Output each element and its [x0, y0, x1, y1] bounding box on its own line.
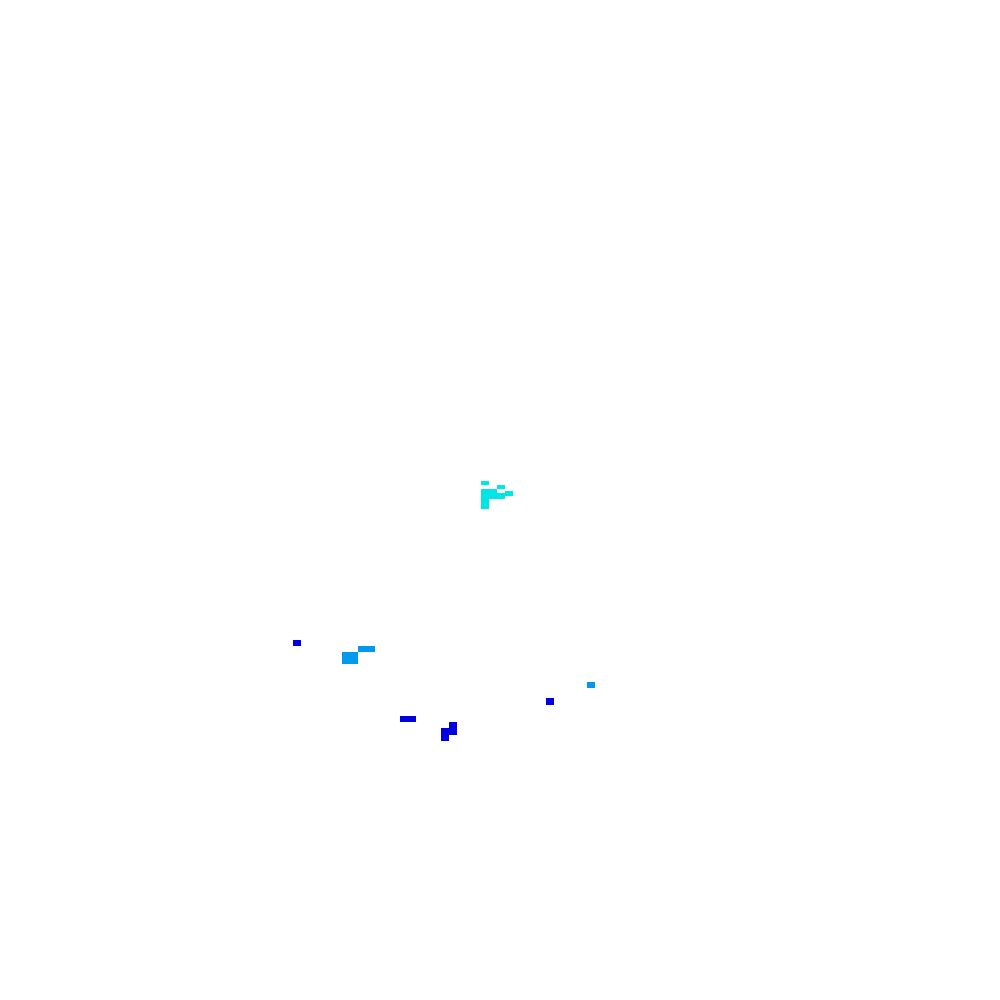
pixel-block: [587, 682, 595, 688]
pixel-block: [441, 728, 457, 735]
pixel-block: [481, 489, 497, 493]
pixel-block: [546, 698, 554, 705]
pixel-block: [497, 485, 505, 489]
pixel-block: [400, 716, 416, 722]
pixel-block: [441, 735, 449, 741]
pixel-block: [481, 499, 489, 509]
pixel-block: [481, 481, 489, 485]
pixel-block: [481, 493, 505, 499]
pixel-block: [358, 646, 375, 652]
pixel-block: [505, 491, 513, 496]
pixel-block: [342, 652, 358, 664]
pixel-block: [449, 722, 457, 728]
pixel-block: [293, 640, 301, 646]
